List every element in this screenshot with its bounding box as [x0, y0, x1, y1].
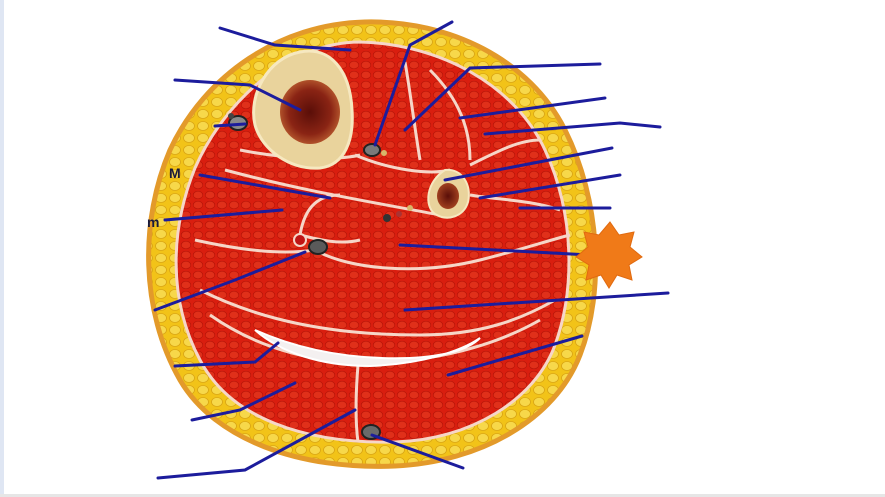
label-M: M	[169, 165, 181, 181]
label-m: m	[147, 214, 159, 230]
star-icon	[576, 222, 642, 288]
leader-line	[215, 124, 245, 126]
